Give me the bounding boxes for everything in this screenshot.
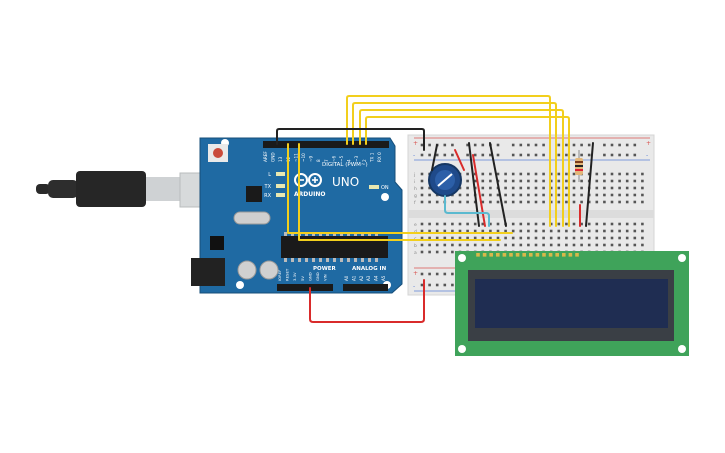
lcd-module[interactable]: [455, 251, 689, 356]
power-jack: [191, 258, 225, 286]
rail-minus-label-bottom: -: [413, 283, 415, 290]
led-l: [276, 172, 285, 176]
led-tx: [276, 184, 285, 188]
digital-pin-label: TX 1: [369, 152, 374, 163]
power-pin-label: RESET: [285, 268, 290, 281]
led-l-label: L: [268, 172, 271, 178]
digital-pin-label: 4: [347, 159, 352, 162]
digital-pin-label: ~6: [331, 155, 336, 162]
row-letter: f: [414, 200, 416, 206]
row-letter: e: [414, 223, 417, 228]
analog-label: ANALOG IN: [352, 266, 387, 272]
chip-pins-bottom: [284, 258, 378, 262]
digital-pin-label: AREF: [263, 151, 268, 162]
power-header[interactable]: [277, 284, 333, 291]
model-label: UNO: [332, 175, 359, 189]
led-rx-label: RX: [264, 193, 271, 199]
row-letter: h: [414, 186, 417, 192]
rail-minus-label-right: -: [646, 152, 648, 159]
analog-pin-label: A2: [359, 275, 364, 281]
rail-plus-label: +: [413, 140, 418, 147]
digital-pin-label: ~10: [301, 153, 306, 162]
analog-pin-label: A3: [366, 275, 371, 281]
rail-plus-label-bottom: +: [413, 270, 418, 277]
power-label: POWER: [313, 266, 337, 272]
digital-pin-label: 8: [316, 159, 321, 162]
power-pin-label: GND: [307, 272, 312, 281]
row-letter: a: [414, 251, 417, 256]
row-letter: b: [414, 243, 417, 249]
power-pin-label: GND: [315, 272, 320, 281]
digital-label: DIGITAL (PWM~): [322, 162, 368, 168]
row-letter: g: [414, 194, 417, 199]
digital-header[interactable]: [263, 141, 389, 148]
resistor: [575, 150, 583, 182]
rail-minus-label: -: [413, 152, 415, 159]
power-pin-label: 5V: [300, 276, 305, 281]
digital-pin-label: ~9: [309, 155, 314, 162]
power-pin-label: IOREF: [277, 270, 282, 281]
led-on: [369, 185, 379, 189]
digital-pin-label: 2: [362, 159, 367, 162]
power-pin-label: VIN: [323, 274, 328, 281]
lcd-screen: [475, 279, 668, 328]
row-letter: j: [413, 172, 415, 178]
lcd-pin-header: [476, 253, 579, 257]
digital-pin-label: GND: [271, 152, 276, 162]
digital-pin-label: 13: [278, 156, 283, 162]
row-letter: i: [414, 179, 415, 185]
potentiometer[interactable]: [428, 163, 462, 197]
digital-pin-label: ~5: [339, 155, 344, 162]
usb-cable: [36, 171, 227, 208]
digital-pin-label: RX 0: [377, 152, 382, 162]
analog-pin-label: A1: [351, 275, 356, 281]
digital-pin-label: ~3: [354, 155, 359, 162]
digital-pin-label: ~11: [293, 153, 298, 162]
brand-label: ARDUINO: [294, 191, 325, 198]
analog-pin-label: A5: [381, 275, 386, 281]
power-pin-label: 3.3V: [292, 272, 297, 281]
led-tx-label: TX: [264, 184, 272, 190]
arduino-logo-icon: [294, 173, 322, 187]
digital-pin-label: 7: [324, 159, 329, 162]
wires: [276, 95, 594, 323]
rail-plus-label-right: +: [646, 140, 651, 147]
led-rx: [276, 193, 285, 197]
led-on-label: ON: [381, 185, 389, 191]
analog-header[interactable]: [343, 284, 388, 291]
analog-pin-label: A0: [344, 275, 349, 281]
microcontroller-chip: [281, 236, 388, 258]
analog-pin-label: A4: [374, 275, 379, 281]
